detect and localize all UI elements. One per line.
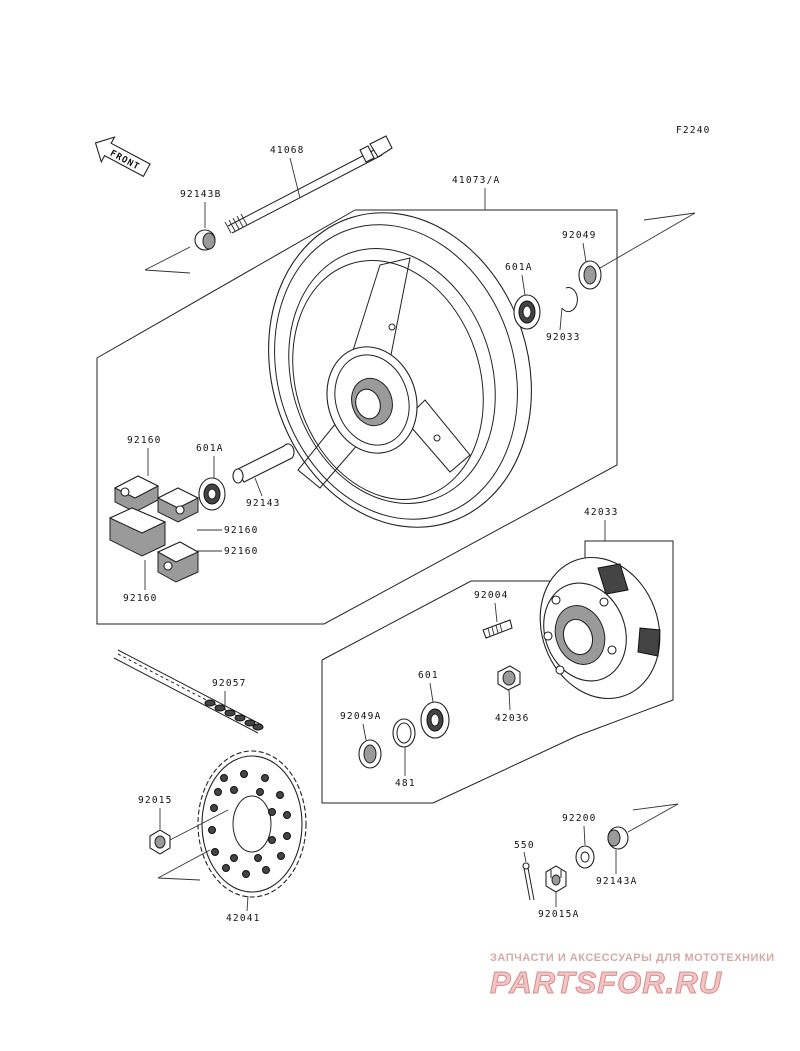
label-nut: 92015 <box>138 795 173 806</box>
axle-collar <box>194 229 216 251</box>
label-stud: 92004 <box>474 590 509 601</box>
coupling <box>539 556 661 700</box>
collar-coupling <box>497 665 521 691</box>
label-circlip: 92033 <box>546 332 581 343</box>
leader-washer <box>583 825 586 846</box>
axle-guide-right-2 <box>643 212 696 221</box>
leader-collar-coupling <box>508 689 511 711</box>
nut-guide-1 <box>157 849 211 879</box>
label-collar-coupling: 42036 <box>495 713 530 724</box>
circlip <box>561 287 578 313</box>
leader-axle <box>289 157 301 199</box>
leader-sprocket <box>246 895 249 912</box>
oil-seal-left <box>358 739 382 769</box>
label-coupling: 42033 <box>584 507 619 518</box>
circlip-coupling <box>392 718 416 748</box>
label-circlip-coupling: 481 <box>395 778 416 789</box>
label-damper-bottom: 92160 <box>123 593 158 604</box>
front-arrow-icon: FRONT <box>94 136 151 178</box>
washer <box>575 845 595 869</box>
axle-guide-left-2 <box>144 269 191 274</box>
leader-oil-seal-left <box>362 723 367 741</box>
watermark-tagline: ЗАПЧАСТИ И АКСЕССУАРЫ ДЛЯ МОТОТЕХНИКИ <box>490 952 775 964</box>
label-axle-collar: 92143B <box>180 189 222 200</box>
wheel-group-outline <box>96 209 618 625</box>
nut-guide-2 <box>157 877 201 881</box>
collar-guide-2 <box>632 803 679 811</box>
leader-spacer <box>254 477 263 497</box>
label-bearing-right: 601A <box>505 262 533 273</box>
axle-guide-left <box>144 246 191 271</box>
stud <box>482 619 513 639</box>
spacer <box>232 443 295 484</box>
bearing-right <box>513 294 541 330</box>
wheel-rim <box>268 212 532 528</box>
chain <box>113 649 264 734</box>
leader-bearing-right <box>521 274 526 296</box>
label-bearing-left: 601A <box>196 443 224 454</box>
oil-seal-right <box>578 260 602 290</box>
label-spacer: 92143 <box>246 498 281 509</box>
nut <box>149 829 171 855</box>
label-castle-nut: 92015A <box>538 909 580 920</box>
collar-right <box>607 826 629 850</box>
label-washer: 92200 <box>562 813 597 824</box>
collar-guide-1 <box>627 803 679 833</box>
bearing-left <box>198 477 226 511</box>
axle-guide-right <box>599 212 696 269</box>
damper-rubbers <box>108 475 200 583</box>
sprocket <box>197 750 307 898</box>
figure-code: F2240 <box>676 125 711 136</box>
leader-circlip <box>559 307 563 331</box>
nut-guide-3 <box>169 809 229 841</box>
label-oil-seal-right: 92049 <box>562 230 597 241</box>
leader-stud <box>494 602 498 623</box>
label-oil-seal-left: 92049A <box>340 711 382 722</box>
label-damper-low: 92160 <box>224 546 259 557</box>
leader-pin <box>523 851 527 863</box>
label-chain: 92057 <box>212 678 247 689</box>
axle <box>224 135 393 234</box>
label-collar-right: 92143A <box>596 876 638 887</box>
label-axle: 41068 <box>270 145 305 156</box>
label-damper-top: 92160 <box>127 435 162 446</box>
label-bearing-coupling: 601 <box>418 670 439 681</box>
watermark-brand: PARTSFOR.RU <box>490 965 723 1000</box>
bearing-coupling <box>420 701 450 739</box>
leader-bearing-coupling <box>429 682 434 703</box>
label-wheel: 41073/A <box>452 175 500 186</box>
label-sprocket: 42041 <box>226 913 261 924</box>
leader-oil-seal-right <box>582 242 587 263</box>
label-damper-mid: 92160 <box>224 525 259 536</box>
coupling-group-outline <box>321 540 674 804</box>
cotter-pin <box>522 862 535 901</box>
label-pin: 550 <box>514 840 535 851</box>
castle-nut <box>545 865 567 893</box>
watermark: ЗАПЧАСТИ И АКСЕССУАРЫ ДЛЯ МОТОТЕХНИКИ PA… <box>490 952 775 1001</box>
